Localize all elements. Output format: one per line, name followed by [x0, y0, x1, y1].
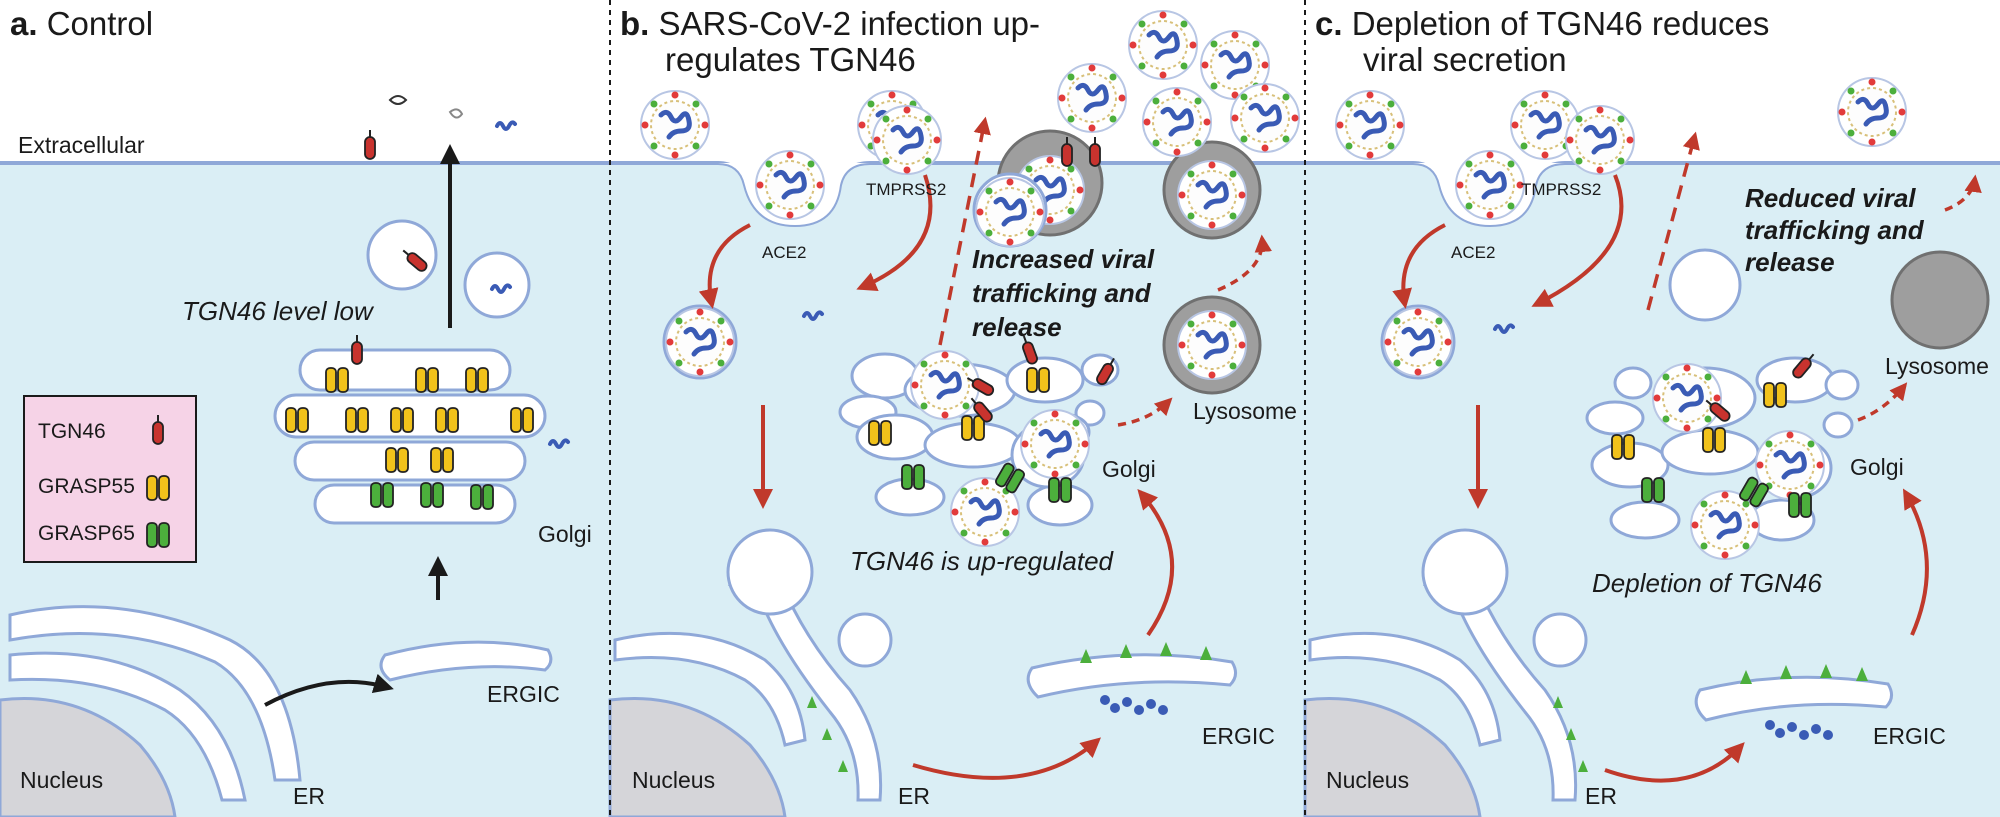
tgn46-level-annotation: TGN46 level low	[182, 296, 373, 326]
ergic-b	[1026, 653, 1237, 699]
nucleus-label-b: Nucleus	[632, 767, 716, 793]
er-b	[613, 528, 893, 802]
golgi-stack-a	[273, 348, 547, 525]
release-annotation-c-line1: Reduced viral	[1745, 183, 1916, 213]
golgi-label-b: Golgi	[1102, 456, 1156, 482]
panel-b	[608, 11, 1305, 817]
nucleus-c	[1303, 696, 1482, 817]
panel-a	[0, 95, 610, 817]
er-label-b: ER	[898, 783, 930, 809]
depletion-annotation: Depletion of TGN46	[1592, 568, 1822, 598]
panel-b-title: b. SARS-CoV-2 infection up-	[620, 6, 1040, 42]
panel-a-title: a. Control	[10, 6, 153, 42]
release-annotation-b-line1: Increased viral	[972, 244, 1155, 274]
panel-c-title: c. Depletion of TGN46 reduces	[1315, 6, 1769, 42]
ergic-label-b: ERGIC	[1202, 723, 1275, 749]
legend-grasp55-label: GRASP55	[38, 475, 135, 498]
extracellular-label: Extracellular	[18, 132, 145, 158]
tmprss2-label-c: TMPRSS2	[1521, 180, 1602, 199]
panel-c-title-line1: Depletion of TGN46 reduces	[1351, 5, 1770, 42]
cytoplasm-b	[610, 163, 1305, 817]
ace2-label-b: ACE2	[762, 243, 807, 262]
panel-c	[1303, 78, 2000, 817]
ergic-c	[1694, 675, 1893, 722]
tmprss2-label-b: TMPRSS2	[866, 180, 947, 199]
release-annotation-c-line3: release	[1745, 247, 1835, 277]
release-annotation-c-line2: trafficking and	[1745, 215, 1924, 245]
panel-b-title-line2: regulates TGN46	[665, 41, 916, 78]
lysosome-label-c: Lysosome	[1885, 353, 1989, 379]
er-label-a: ER	[293, 783, 325, 809]
er-a	[8, 605, 302, 802]
legend-grasp65-label: GRASP65	[38, 522, 135, 545]
nucleus-label-c: Nucleus	[1326, 767, 1410, 793]
ergic-label-a: ERGIC	[487, 681, 560, 707]
ace2-label-c: ACE2	[1451, 243, 1496, 262]
lysosome-label-b: Lysosome	[1193, 398, 1297, 424]
ergic-label-c: ERGIC	[1873, 723, 1946, 749]
golgi-label-c: Golgi	[1850, 454, 1904, 480]
golgi-label-a: Golgi	[538, 521, 592, 547]
nucleus-a	[0, 696, 177, 817]
panel-a-title-text: Control	[46, 5, 154, 42]
er-c	[1308, 528, 1588, 802]
panel-c-title-line2: viral secretion	[1363, 41, 1567, 78]
panel-b-letter: b.	[620, 5, 650, 42]
panel-c-letter: c.	[1315, 5, 1343, 42]
upregulated-annotation: TGN46 is up-regulated	[850, 546, 1114, 576]
panel-b-title-line1: SARS-CoV-2 infection up-	[658, 5, 1041, 42]
release-annotation-b-line2: trafficking and	[972, 278, 1151, 308]
nucleus-label-a: Nucleus	[20, 767, 104, 793]
lysosome-c	[1890, 250, 1990, 350]
legend-tgn46-label: TGN46	[38, 420, 106, 443]
er-label-c: ER	[1585, 783, 1617, 809]
panel-a-letter: a.	[10, 5, 38, 42]
nucleus-b	[608, 696, 787, 817]
release-annotation-b-line3: release	[972, 312, 1062, 342]
